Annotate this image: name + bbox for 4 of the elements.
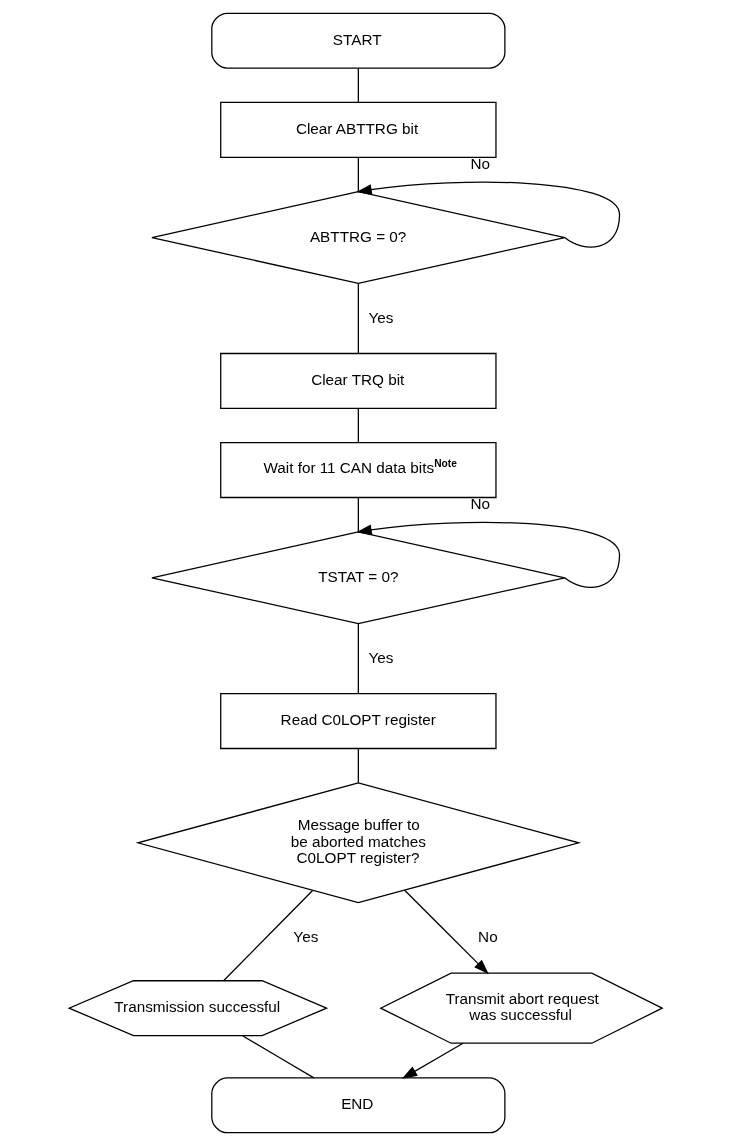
edge-label: Yes [368, 309, 394, 327]
edge-label: No [478, 928, 498, 946]
edge-label: Yes [368, 649, 394, 667]
edge-label: Yes [293, 928, 319, 946]
